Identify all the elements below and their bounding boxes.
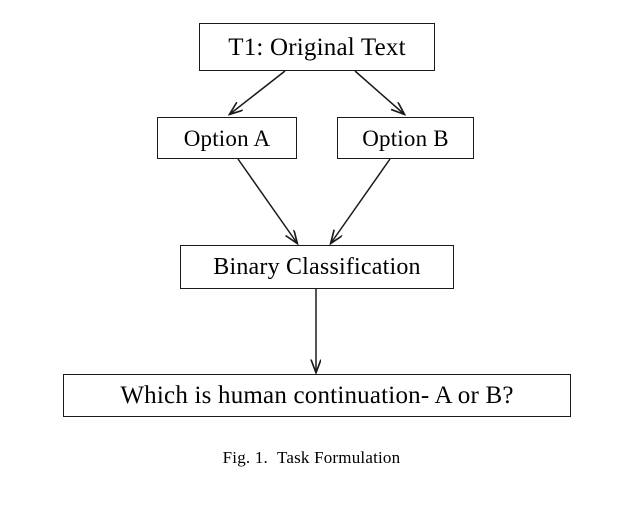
edge-option-b-to-binary: [331, 158, 391, 243]
node-binary-classification[interactable]: Binary Classification: [180, 245, 454, 289]
node-option-b[interactable]: Option B: [337, 117, 474, 159]
edge-original-to-option-b: [354, 70, 404, 114]
figure-caption-text: Task Formulation: [276, 448, 401, 467]
node-binary-classification-label: Binary Classification: [213, 254, 421, 280]
node-question[interactable]: Which is human continuation- A or B?: [63, 374, 571, 417]
node-original-text[interactable]: T1: Original Text: [199, 23, 435, 71]
figure-caption: Fig. 1. Task Formulation: [0, 448, 623, 468]
edge-option-a-to-binary: [237, 158, 297, 243]
node-option-b-label: Option B: [362, 125, 449, 151]
node-option-a-label: Option A: [183, 125, 271, 151]
node-option-a[interactable]: Option A: [157, 117, 297, 159]
figure-caption-prefix: Fig. 1.: [222, 448, 268, 467]
edge-original-to-option-a: [230, 70, 286, 114]
node-original-text-label: T1: Original Text: [228, 33, 406, 61]
node-question-label: Which is human continuation- A or B?: [120, 382, 514, 409]
